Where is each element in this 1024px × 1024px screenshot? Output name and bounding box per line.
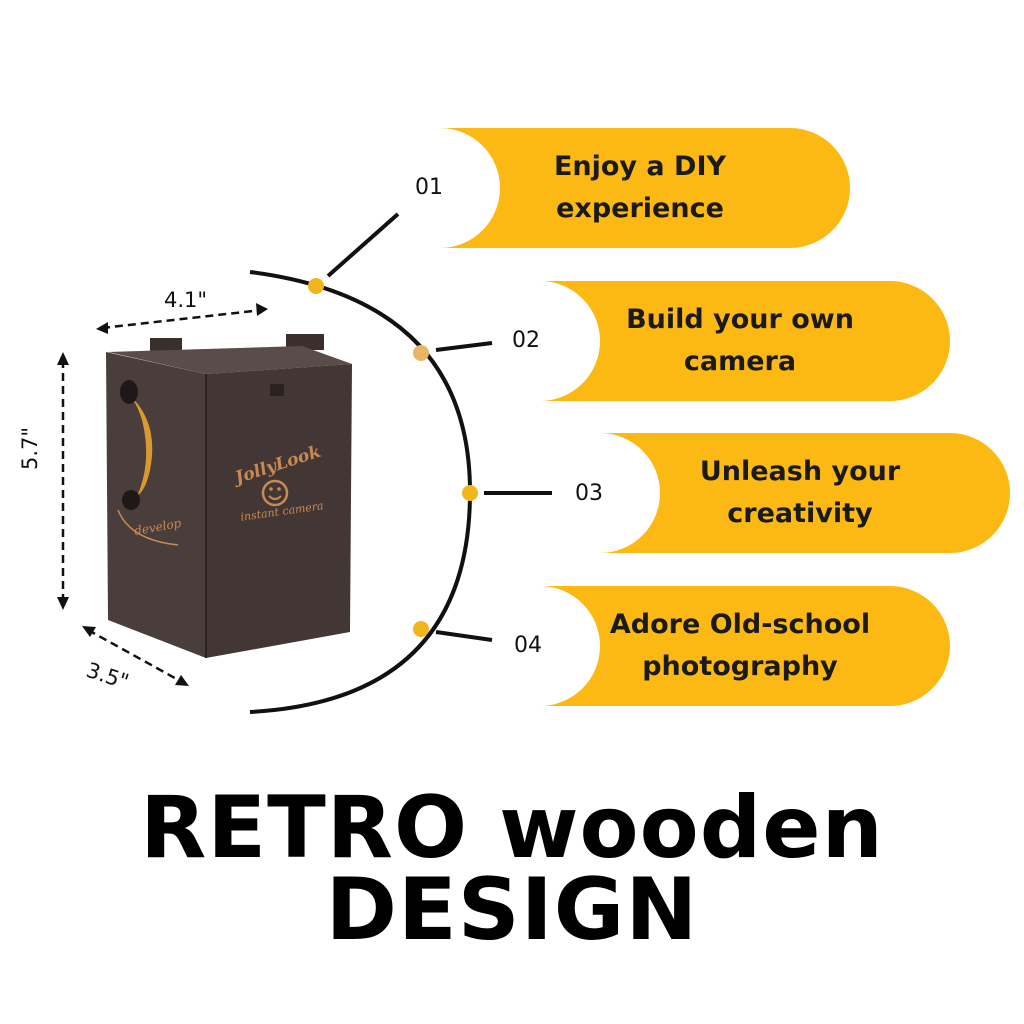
feature-text-02-line1: Build your own: [626, 304, 854, 335]
feature-pill-01: [440, 128, 850, 248]
dimension-height-label: 5.7": [18, 426, 42, 470]
feature-text-04-line1: Adore Old-school: [609, 609, 871, 640]
headline-line-2: DESIGN: [325, 860, 699, 960]
feature-text-01: Enjoy a DIY experience: [470, 146, 810, 230]
feature-pill-04: [540, 586, 950, 706]
feature-text-03-line1: Unleash your: [699, 456, 901, 487]
feature-text-04: Adore Old-school photography: [570, 604, 910, 688]
feature-number-02: 02: [512, 328, 540, 353]
connector-dot-01: [308, 278, 324, 294]
feature-text-03-line2: creativity: [727, 498, 873, 529]
feature-number-01: 01: [415, 175, 443, 200]
feature-pill-03: [600, 433, 1010, 553]
dimension-width-label: 4.1": [164, 288, 208, 312]
connector-line-04: [435, 630, 493, 642]
feature-text-03: Unleash your creativity: [630, 451, 970, 535]
feature-pill-02: [540, 281, 950, 401]
feature-number-04: 04: [514, 633, 542, 658]
feature-text-01-line2: experience: [556, 193, 724, 224]
feature-number-03: 03: [575, 481, 603, 506]
feature-text-02: Build your own camera: [570, 299, 910, 383]
connector-dot-02: [413, 345, 429, 361]
dimension-arrow-width: [96, 303, 268, 334]
connector-dot-04: [413, 621, 429, 637]
connector-line-02: [435, 341, 493, 352]
dimension-arrow-depth: [82, 626, 189, 686]
feature-text-04-line2: photography: [642, 651, 838, 682]
headline-line-1: RETRO wooden: [140, 778, 884, 878]
dimension-arrow-height: [57, 352, 69, 610]
feature-text-02-line2: camera: [683, 346, 797, 377]
feature-text-01-line1: Enjoy a DIY: [553, 151, 727, 182]
connector-line-01: [326, 212, 400, 278]
connector-dot-03: [462, 485, 478, 501]
camera-illustration: [106, 334, 352, 658]
